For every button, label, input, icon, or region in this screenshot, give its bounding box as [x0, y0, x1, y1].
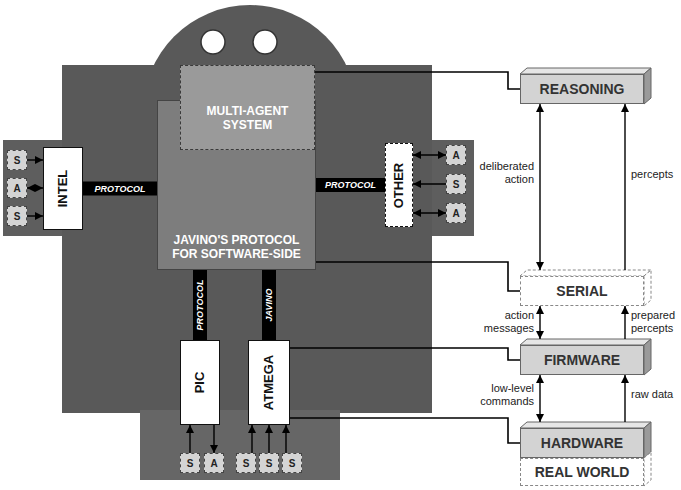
sensor-box: S: [282, 453, 302, 473]
arrow: [539, 375, 540, 422]
box-side-face: [644, 452, 651, 486]
edge-label: low-level commands: [462, 382, 534, 408]
arrow: [285, 425, 286, 453]
node-label: MULTI-AGENT SYSTEM: [187, 104, 308, 132]
node-label: PIC: [192, 372, 207, 394]
controller-box: OTHER: [385, 143, 413, 227]
node-label: FIRMWARE: [544, 352, 620, 368]
box-side-face: [644, 68, 651, 104]
arrow: [268, 425, 269, 453]
protocol-label: JAVINO: [263, 286, 275, 325]
sensor-box: S: [180, 453, 200, 473]
arrow: [624, 375, 625, 422]
actuator-box: A: [7, 178, 27, 198]
leader-line: [316, 262, 520, 291]
edge-label: action messages: [470, 309, 534, 335]
node-label: REASONING: [540, 81, 625, 97]
arrow: [189, 425, 190, 453]
node-label: S: [243, 458, 250, 469]
protocol-label: PROTOCOL: [92, 183, 149, 195]
node-label: S: [14, 211, 21, 222]
node-label: HARDWARE: [541, 435, 623, 451]
node-label: OTHER: [392, 162, 407, 208]
node-label: S: [14, 155, 21, 166]
layer-box: HARDWARE: [520, 428, 644, 458]
agent-box: MULTI-AGENT SYSTEM: [180, 65, 315, 150]
arrow: [413, 183, 446, 184]
arrow: [413, 154, 446, 155]
layer-box: SERIAL: [520, 276, 644, 306]
leader-line: [290, 348, 520, 360]
arrow: [27, 159, 43, 160]
arrow: [27, 187, 43, 188]
edge-label: prepared percepts: [631, 309, 677, 335]
protocol-label: PROTOCOL: [322, 179, 379, 191]
node-label: S: [266, 458, 273, 469]
controller-box: ATMEGA: [248, 340, 290, 425]
controller-box: INTEL: [43, 147, 83, 230]
sensor-box: S: [259, 453, 279, 473]
node-label: REAL WORLD: [535, 464, 630, 480]
node-label: JAVINO'S PROTOCOL FOR SOFTWARE-SIDE: [164, 233, 309, 261]
protocol-bar: [262, 270, 276, 340]
arrow: [539, 306, 540, 339]
sensor-box: S: [446, 174, 466, 194]
box-side-face: [644, 339, 651, 375]
arrow: [624, 104, 625, 270]
node-label: A: [13, 183, 20, 194]
leader-line: [315, 72, 520, 89]
protocol-bar: [193, 270, 207, 340]
node-label: ATMEGA: [262, 355, 277, 410]
node-label: SERIAL: [556, 283, 607, 299]
actuator-box: A: [204, 453, 224, 473]
arrow: [213, 425, 214, 453]
node-label: S: [289, 458, 296, 469]
node-label: A: [452, 208, 459, 219]
robot-body: [62, 65, 432, 413]
edge-label: percepts: [631, 168, 677, 181]
arrow: [27, 215, 43, 216]
node-label: A: [210, 458, 217, 469]
robot-base: [140, 410, 340, 480]
box-side-face: [644, 270, 651, 306]
edge-label: raw data: [631, 388, 677, 401]
protocol-label: PROTOCOL: [194, 277, 206, 334]
leader-line: [290, 418, 520, 443]
protocol-bar: [316, 178, 385, 192]
layer-box: FIRMWARE: [520, 345, 644, 375]
node-label: S: [453, 179, 460, 190]
node-label: S: [187, 458, 194, 469]
sensor-box: S: [7, 150, 27, 170]
box-side-face: [644, 422, 651, 458]
robot-eye: [201, 30, 225, 54]
edge-label: deliberated action: [470, 160, 534, 186]
sensor-box: S: [7, 206, 27, 226]
robot-eye: [253, 30, 277, 54]
actuator-box: A: [446, 203, 466, 223]
layer-box: REASONING: [520, 74, 644, 104]
controller-box: PIC: [180, 340, 220, 425]
arrow: [251, 425, 252, 453]
sensor-box: S: [236, 453, 256, 473]
layer-box: REAL WORLD: [520, 458, 644, 486]
actuator-box: A: [446, 145, 466, 165]
arrow: [624, 306, 625, 339]
node-label: INTEL: [56, 170, 71, 208]
arrow: [539, 104, 540, 270]
protocol-bar: [83, 182, 157, 196]
arrow: [413, 212, 446, 213]
node-label: A: [452, 150, 459, 161]
